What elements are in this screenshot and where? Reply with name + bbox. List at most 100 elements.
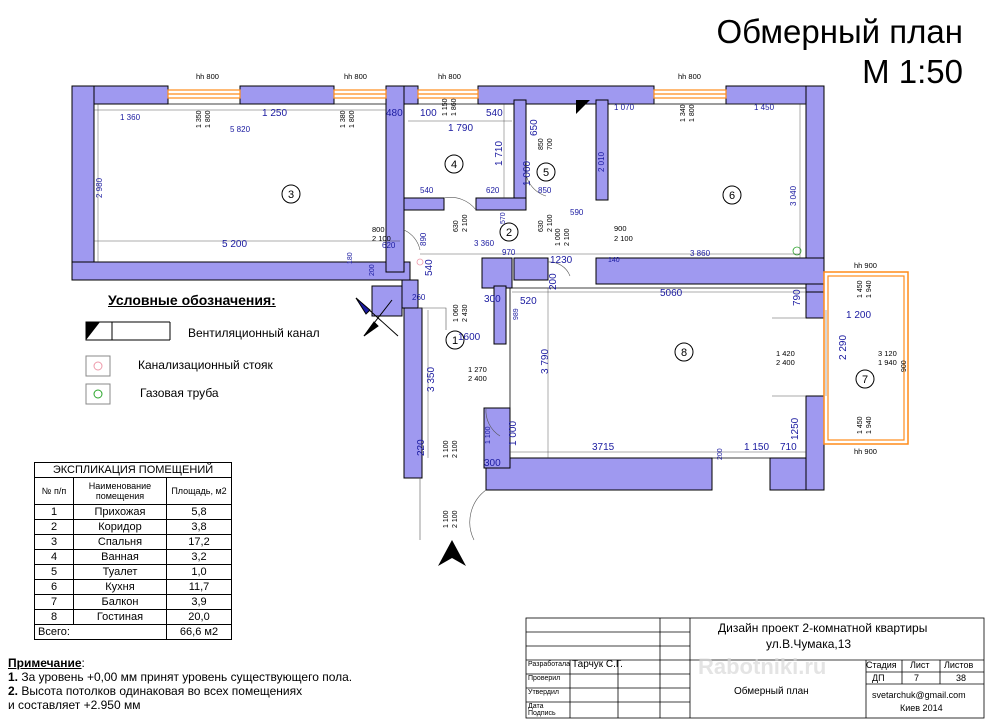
room-number: 8 <box>681 347 687 359</box>
dim: 620 <box>486 186 500 195</box>
dim: 1230 <box>550 255 573 266</box>
city-year: Киев 2014 <box>900 703 943 713</box>
dim: 1 340 <box>680 104 687 122</box>
gas-pipe-icon <box>792 246 802 256</box>
dim: 1 710 <box>494 141 505 166</box>
col-header: Площадь, м2 <box>166 477 232 505</box>
dim: 200 <box>717 448 724 460</box>
cell: 5 <box>34 564 74 580</box>
dim: 970 <box>502 248 516 257</box>
dim: 100 <box>420 108 437 119</box>
note-line: и составляет +2.950 мм <box>8 698 141 712</box>
dim: 1 250 <box>262 108 287 119</box>
note-line: За уровень +0,00 мм принят уровень сущес… <box>18 670 353 684</box>
total-row: Всего:66,6 м2 <box>34 624 232 640</box>
dim: 1 940 <box>866 416 873 434</box>
dim: 2 400 <box>468 374 487 383</box>
wall <box>805 395 825 491</box>
stamp-texts: Дизайн проект 2-комнатной квартиры ул.В.… <box>526 618 984 718</box>
wall <box>483 407 511 469</box>
room-number: 4 <box>451 159 457 171</box>
dim: 220 <box>416 439 427 456</box>
cell: Прихожая <box>73 504 167 520</box>
cell: 5,8 <box>166 504 232 520</box>
note-heading: Примечание <box>8 656 82 670</box>
dim: 1 150 <box>442 98 449 116</box>
dim: hh 800 <box>678 72 701 81</box>
cell: Ванная <box>73 549 167 565</box>
cell: 7 <box>34 594 74 610</box>
dim: hh 800 <box>196 72 219 81</box>
dim: 520 <box>520 296 537 307</box>
legend-vent-fill-icon <box>86 322 100 340</box>
title-block <box>525 617 985 719</box>
dim: 1 790 <box>448 123 473 134</box>
dim: 570 <box>500 212 507 224</box>
legend-sewer-icon <box>85 355 111 377</box>
cell: Туалет <box>73 564 167 580</box>
dim: 1 800 <box>205 110 212 128</box>
dev-label: Разработала <box>528 661 570 668</box>
wall <box>805 291 825 319</box>
compass-icon <box>355 297 399 337</box>
sewer-riser-icon <box>416 258 424 266</box>
dim: 540 <box>486 108 503 119</box>
wall <box>493 285 507 345</box>
dim: hh 900 <box>854 261 877 270</box>
col-header: Наименование помещения <box>73 477 167 505</box>
dim: 590 <box>570 208 584 217</box>
dim: 2 290 <box>838 335 849 360</box>
dimension-texts: hh 800 hh 800 hh 800 hh 800 hh 900 hh 90… <box>120 72 897 469</box>
cell: 1,0 <box>166 564 232 580</box>
cell: Коридор <box>73 519 167 535</box>
dim: 260 <box>412 293 426 302</box>
dim: 1 060 <box>522 161 533 186</box>
dim: 700 <box>547 138 554 150</box>
dim: hh 800 <box>438 72 461 81</box>
wall <box>595 257 825 285</box>
dim: 2 100 <box>614 234 633 243</box>
dim: 2 100 <box>372 234 391 243</box>
legend-sewer-circle-icon <box>93 361 103 371</box>
dim: 1 360 <box>120 113 141 122</box>
dim: 300 <box>484 294 501 305</box>
dim: 1 270 <box>468 365 487 374</box>
dim: 3 120 <box>878 349 897 358</box>
cell: 2 <box>34 519 74 535</box>
dim: 800 <box>372 225 385 234</box>
stage-header: Стадия <box>866 660 897 670</box>
dim: 650 <box>529 119 540 136</box>
dim: 1 000 <box>555 228 562 246</box>
dimension-texts-vertical: 1 350 1 800 1 380 1 800 1 150 1 860 1 34… <box>95 98 908 528</box>
dim: 710 <box>780 442 797 453</box>
cell: 17,2 <box>166 534 232 550</box>
dim: 2 980 <box>95 177 104 198</box>
dim: 900 <box>614 224 627 233</box>
doors <box>403 159 806 541</box>
wall <box>385 85 405 273</box>
cell: 3 <box>34 534 74 550</box>
dim: 1 100 <box>443 440 450 458</box>
wall <box>513 257 549 281</box>
cell: 1 <box>34 504 74 520</box>
dim: 2 100 <box>452 440 459 458</box>
vent-shaft-icon <box>576 100 590 114</box>
dim: 630 <box>453 220 460 232</box>
project-address: ул.В.Чумака,13 <box>766 637 852 651</box>
dim: 900 <box>901 360 908 372</box>
cell: 3,8 <box>166 519 232 535</box>
scale-line: М 1:50 <box>862 53 963 90</box>
cell: 3,2 <box>166 549 232 565</box>
date-label: Дата <box>528 703 544 710</box>
dim: 1 070 <box>614 103 635 112</box>
dim: 620 <box>382 241 396 250</box>
stage-value: ДП <box>872 673 885 683</box>
cell: Кухня <box>73 579 167 595</box>
dim: 2 400 <box>776 358 795 367</box>
dim: 1250 <box>790 417 801 440</box>
room-number: 3 <box>288 189 294 201</box>
drawing-title: Обмерный план М 1:50 <box>717 12 964 92</box>
